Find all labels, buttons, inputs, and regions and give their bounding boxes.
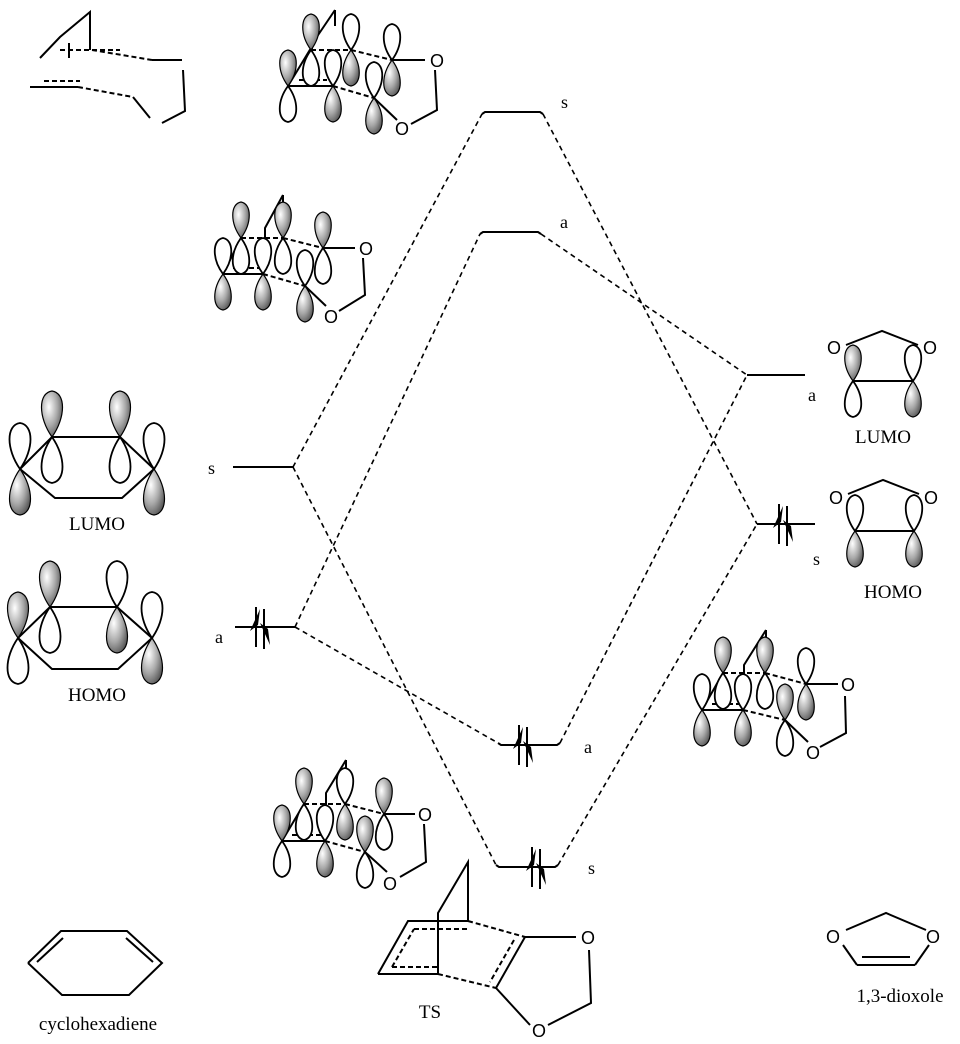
oxygen-atom-label: O xyxy=(383,874,397,894)
oxygen-atom-label: O xyxy=(924,488,938,508)
ts-level-a-upper xyxy=(479,231,542,235)
cyclohexadiene-homo-label: HOMO xyxy=(68,685,126,706)
cyclohexadiene-homo-orbital xyxy=(6,560,164,685)
corr-left-homo-ts-a-upper xyxy=(294,233,481,628)
corr-left-homo-ts-a-lower xyxy=(294,626,499,744)
corr-left-lumo-ts-s-top xyxy=(292,113,483,468)
correlation-lines xyxy=(292,113,758,866)
dioxole-structure: O O xyxy=(826,911,940,966)
ts-s-bottom-orbital-sketch: O O xyxy=(272,759,432,894)
oxygen-atom-label: O xyxy=(841,675,855,695)
dioxole-homo-label: HOMO xyxy=(864,582,922,603)
dioxole-homo-orbital: O O xyxy=(829,478,938,568)
corr-right-lumo-ts-a-upper xyxy=(540,233,748,376)
ts-level-s-bottom xyxy=(495,864,559,868)
cyclohexadiene-lumo-label: LUMO xyxy=(69,514,125,535)
oxygen-atom-label: O xyxy=(418,805,432,825)
dioxole-lumo-orbital: O O xyxy=(827,329,937,418)
symmetry-label: s xyxy=(561,92,568,112)
symmetry-label: s xyxy=(813,549,820,569)
symmetry-label: a xyxy=(584,737,592,757)
cyclohexadiene-structure xyxy=(27,930,164,996)
symmetry-label: a xyxy=(560,212,568,232)
ts-s-top-orbital-sketch: O O xyxy=(278,9,444,139)
oxygen-atom-label: O xyxy=(324,307,338,327)
corr-right-homo-ts-s-top xyxy=(542,113,758,525)
oxygen-atom-label: O xyxy=(806,743,820,763)
oxygen-atom-label: O xyxy=(923,338,937,358)
oxygen-atom-label: O xyxy=(359,239,373,259)
cyclohexadiene-lumo-orbital xyxy=(8,390,166,516)
ts-label: TS xyxy=(419,1002,441,1023)
cyclohexadiene-name: cyclohexadiene xyxy=(39,1014,157,1035)
oxygen-atom-label: O xyxy=(829,488,843,508)
symmetry-label: a xyxy=(215,627,223,647)
ts-a-lower-orbital-sketch: O O xyxy=(692,629,855,763)
dioxole-lumo-label: LUMO xyxy=(855,427,911,448)
symmetry-label: s xyxy=(208,458,215,478)
corr-right-lumo-ts-a-lower xyxy=(559,374,748,744)
ts-structure: O O xyxy=(377,858,595,1041)
ts-level-s-top xyxy=(481,111,544,115)
oxygen-atom-label: O xyxy=(430,51,444,71)
oxygen-atom-label: O xyxy=(581,928,595,948)
ts-a-upper-orbital-sketch: O O xyxy=(213,194,373,327)
oxygen-atom-label: O xyxy=(532,1021,546,1041)
corr-right-homo-ts-s-bottom xyxy=(557,523,758,866)
ts-orbital-sketch xyxy=(30,9,187,124)
symmetry-label: a xyxy=(808,385,816,405)
corr-left-lumo-ts-s-bottom xyxy=(292,466,497,866)
oxygen-atom-label: O xyxy=(827,338,841,358)
ts-level-a-lower xyxy=(497,742,561,746)
oxygen-atom-label: O xyxy=(826,927,840,947)
oxygen-atom-label: O xyxy=(926,927,940,947)
symmetry-label: s xyxy=(588,858,595,878)
oxygen-atom-label: O xyxy=(395,119,409,139)
dioxole-name: 1,3-dioxole xyxy=(856,986,943,1007)
